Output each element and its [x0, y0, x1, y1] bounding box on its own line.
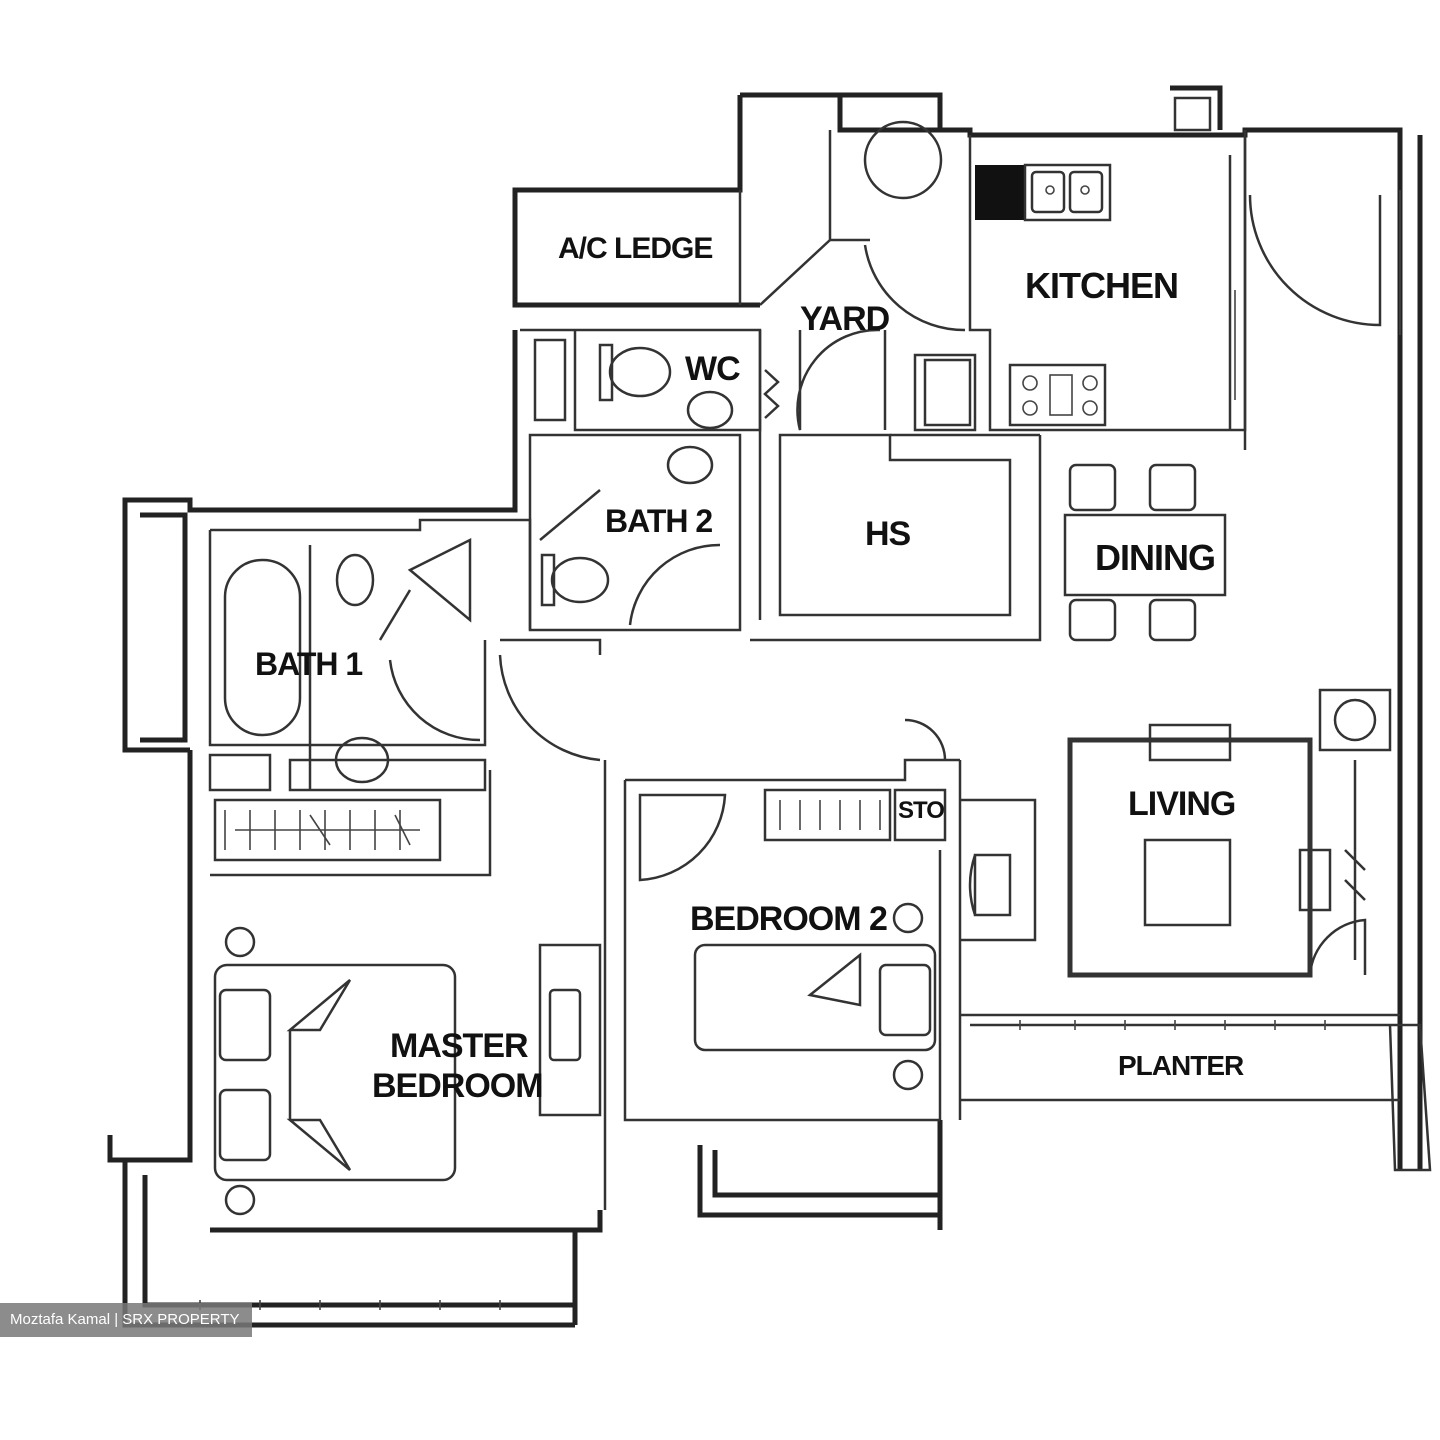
label-ac-ledge: A/C LEDGE — [558, 232, 712, 265]
label-master-line1: MASTER — [390, 1027, 528, 1065]
label-yard: YARD — [800, 300, 890, 338]
door-swings — [378, 194, 1382, 976]
label-sto: STO — [898, 797, 944, 824]
label-master-line2: BEDROOM — [372, 1067, 543, 1105]
label-kitchen: KITCHEN — [1025, 265, 1178, 306]
fixtures — [199, 96, 1401, 1310]
label-bath-1: BATH 1 — [255, 646, 362, 682]
label-dining: DINING — [1095, 537, 1215, 578]
label-wc: WC — [685, 350, 740, 388]
label-living: LIVING — [1128, 785, 1235, 823]
room-labels: A/C LEDGE KITCHEN YARD WC BATH 2 HS DINI… — [255, 232, 1245, 1105]
credit-watermark: Moztafa Kamal | SRX PROPERTY — [0, 1303, 252, 1337]
label-planter: PLANTER — [1118, 1050, 1244, 1081]
outer-walls — [107, 85, 1423, 1328]
interior-walls — [208, 130, 1432, 1210]
label-bath-2: BATH 2 — [605, 503, 712, 539]
label-hs: HS — [865, 515, 911, 553]
label-bedroom-2: BEDROOM 2 — [690, 900, 887, 938]
